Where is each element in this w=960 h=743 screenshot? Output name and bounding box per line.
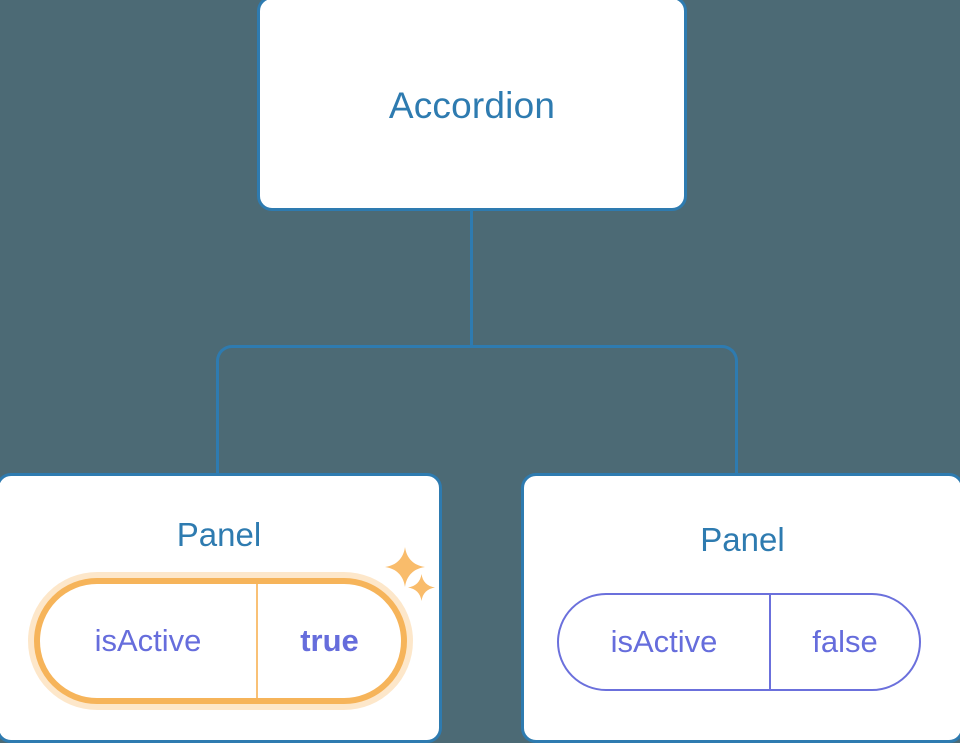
connector-branch-bracket <box>216 345 738 476</box>
node-accordion-label: Accordion <box>388 85 556 126</box>
prop-value-isactive-false: false <box>812 624 878 659</box>
prop-pill-isactive-false[interactable]: isActive false <box>557 593 921 691</box>
prop-value-isactive-true: true <box>300 623 359 658</box>
prop-key-isactive-false: isActive <box>559 595 771 689</box>
node-accordion[interactable]: Accordion <box>257 0 687 211</box>
prop-pill-isactive-true[interactable]: isActive true <box>34 578 407 704</box>
connector-root-to-branch <box>470 209 473 348</box>
prop-key-isactive-true: isActive <box>40 584 258 698</box>
